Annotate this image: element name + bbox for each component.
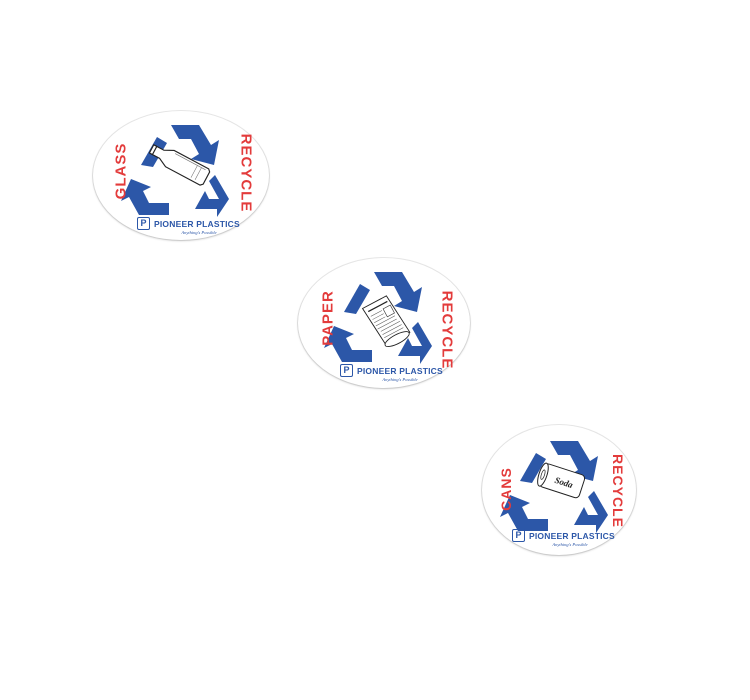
brand-tagline: Anything's Possible xyxy=(552,542,588,547)
brand-block: P PIONEER PLASTICS xyxy=(137,217,240,230)
pioneer-logo-icon: P xyxy=(137,217,150,230)
recycle-word: RECYCLE xyxy=(438,290,456,370)
glass-recycle-sticker: GLASS RECYCLE P PIONEER PLASTICS Anythin… xyxy=(93,111,269,240)
pioneer-logo-icon: P xyxy=(340,364,353,377)
recycle-word: RECYCLE xyxy=(237,133,255,213)
soda-can-icon: Soda xyxy=(537,462,586,499)
brand-tagline: Anything's Possible xyxy=(181,230,217,235)
brand-name: PIONEER PLASTICS xyxy=(529,530,615,541)
paper-recycle-sticker: PAPER RECYCLE P PIONEER PLASTICS Anythin… xyxy=(298,258,470,388)
glass-bottle-icon xyxy=(148,144,211,186)
brand-name: PIONEER PLASTICS xyxy=(357,365,443,376)
newspaper-icon xyxy=(361,295,411,348)
recycle-symbol-icon xyxy=(500,441,608,533)
recycle-symbol-icon xyxy=(324,272,432,364)
pioneer-logo-icon: P xyxy=(512,529,525,542)
brand-block: P PIONEER PLASTICS xyxy=(340,364,443,377)
recycle-word: RECYCLE xyxy=(610,454,626,528)
item-word-glass: GLASS xyxy=(112,142,130,200)
brand-name: PIONEER PLASTICS xyxy=(154,218,240,229)
brand-tagline: Anything's Possible xyxy=(382,377,418,382)
item-word-cans: CANS xyxy=(498,467,514,511)
item-word-paper: PAPER xyxy=(319,290,337,346)
brand-block: P PIONEER PLASTICS xyxy=(512,529,615,542)
cans-recycle-sticker: Soda CANS RECYCLE P PIONEER PLASTICS Any… xyxy=(482,425,636,555)
